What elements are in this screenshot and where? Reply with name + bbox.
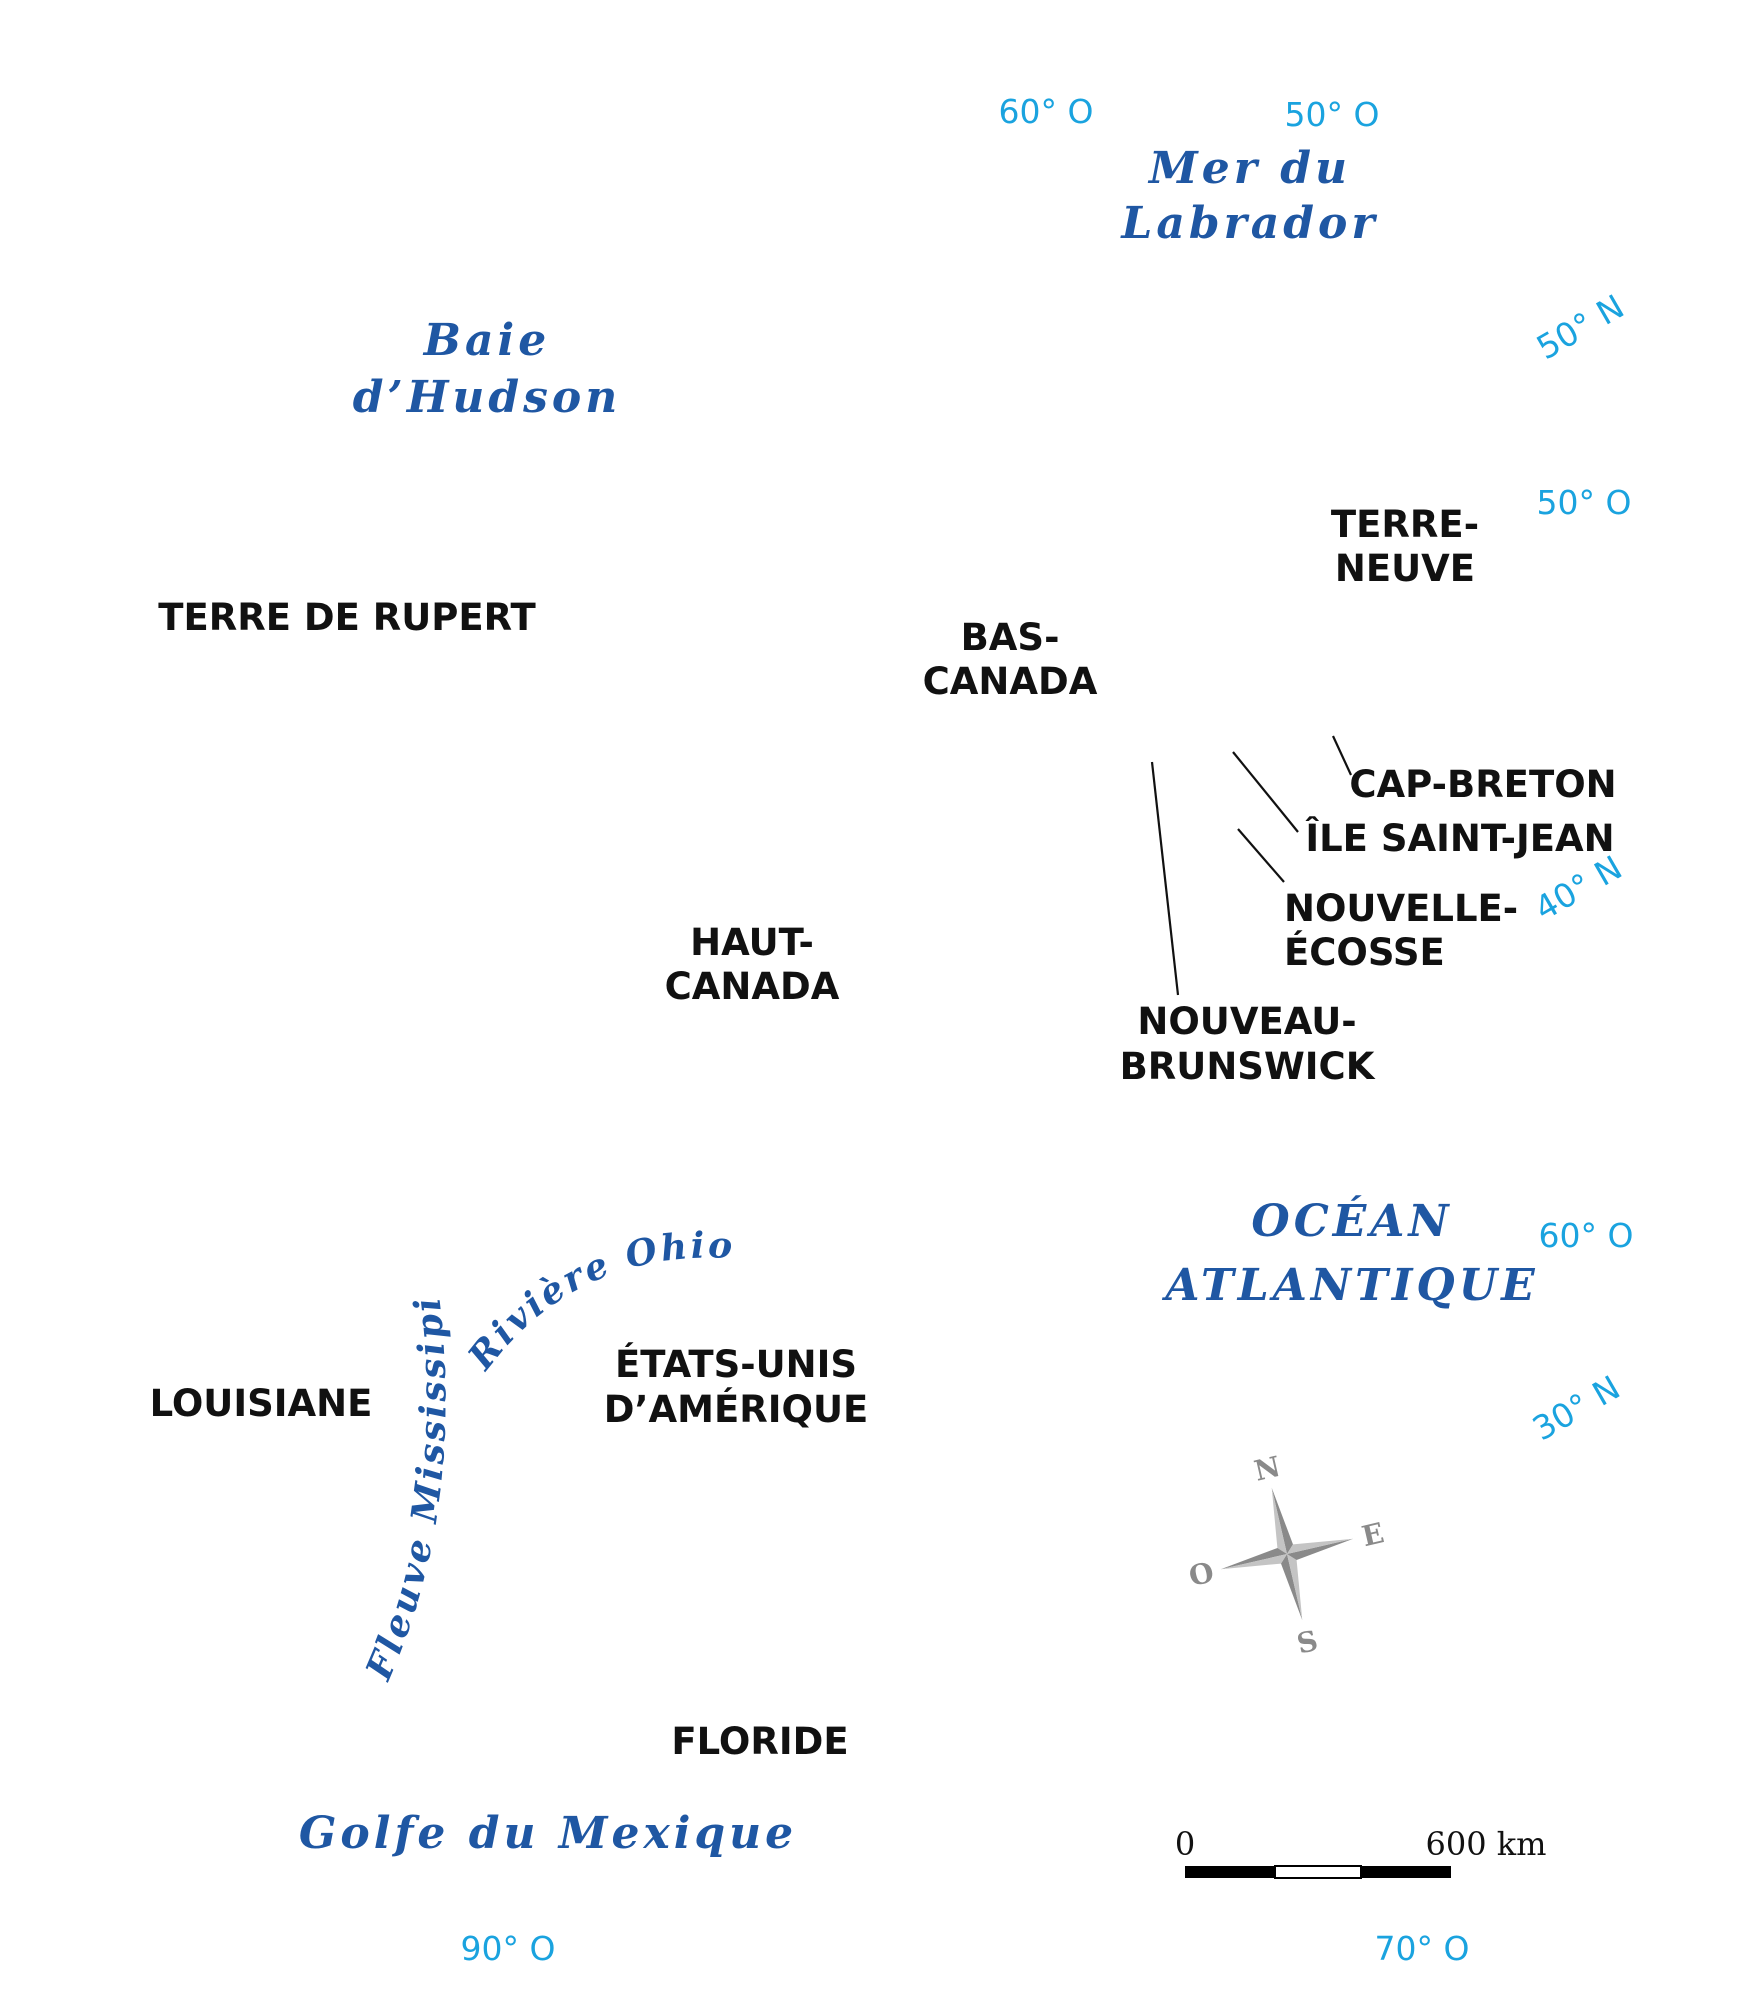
region-nouveau-brunswick: NOUVEAU- BRUNSWICK <box>1120 1000 1376 1088</box>
compass-west-point-dark <box>1220 1548 1287 1570</box>
region-nouvelle-ecosse: NOUVELLE- ÉCOSSE <box>1284 887 1518 974</box>
graticule-label-50w-right: 50° O <box>1537 483 1632 522</box>
gulf-of-mexico-label: Golfe du Mexique <box>299 1808 797 1859</box>
hudson-bay-label: Baie d’Hudson <box>353 315 622 423</box>
atlantic-ocean-label-line1: OCÉAN <box>1251 1194 1452 1247</box>
scale-bar-segment-2 <box>1274 1865 1362 1879</box>
scale-bar-segment-1 <box>1185 1866 1275 1878</box>
region-nouvelle-ecosse-line1: NOUVELLE- <box>1284 887 1518 930</box>
atlantic-ocean-label-line2: ATLANTIQUE <box>1161 1260 1538 1311</box>
leader-line-nouveau-brunswick <box>1150 761 1180 996</box>
region-haut-canada-line1: HAUT- <box>690 921 814 964</box>
graticule-label-30n: 30° N <box>1526 1368 1627 1449</box>
compass-letter-south: S <box>1294 1624 1321 1661</box>
region-ile-saint-jean: ÎLE SAINT-JEAN <box>1305 816 1614 860</box>
leader-line-ile-saint-jean <box>1232 751 1299 833</box>
leader-line-nouvelle-ecosse <box>1237 828 1285 883</box>
labrador-sea-label-line1: Mer du <box>1147 143 1351 194</box>
region-terre-de-rupert: TERRE DE RUPERT <box>158 596 536 639</box>
labrador-sea-label-line2: Labrador <box>1119 198 1378 249</box>
compass-south-point-dark <box>1281 1554 1303 1621</box>
scale-bar-segment-3 <box>1361 1866 1451 1878</box>
compass-north-point-dark <box>1271 1487 1293 1554</box>
region-louisiane: LOUISIANE <box>150 1382 373 1425</box>
region-terre-neuve: TERRE- NEUVE <box>1331 503 1479 590</box>
region-etats-unis-line1: ÉTATS-UNIS <box>615 1342 857 1386</box>
region-cap-breton: CAP-BRETON <box>1349 763 1616 806</box>
compass-letter-north: N <box>1251 1450 1283 1488</box>
mississippi-river-label: Fleuve Mississipi <box>357 1293 454 1687</box>
region-bas-canada-line2: CANADA <box>923 660 1098 703</box>
compass-letter-east: E <box>1359 1516 1387 1553</box>
atlantic-ocean-label: OCÉAN ATLANTIQUE <box>1161 1194 1538 1311</box>
graticule-label-50w-top: 50° O <box>1285 95 1380 134</box>
region-nouveau-brunswick-line1: NOUVEAU- <box>1137 1000 1356 1043</box>
scale-bar-end-label: 600 km <box>1426 1825 1547 1863</box>
graticule-label-90w-bottom: 90° O <box>461 1929 556 1968</box>
leader-line-cap-breton <box>1332 735 1352 776</box>
hudson-bay-label-line1: Baie <box>422 315 550 366</box>
region-bas-canada-line1: BAS- <box>961 616 1060 659</box>
scale-bar-start-label: 0 <box>1175 1825 1195 1863</box>
graticule-label-50n: 50° N <box>1530 287 1631 368</box>
region-haut-canada-line2: CANADA <box>665 965 840 1008</box>
graticule-label-60w-top: 60° O <box>999 92 1094 131</box>
graticule-label-70w-bottom: 70° O <box>1375 1929 1470 1968</box>
compass-east-point-dark <box>1287 1538 1354 1560</box>
region-nouveau-brunswick-line2: BRUNSWICK <box>1120 1045 1376 1088</box>
region-bas-canada: BAS- CANADA <box>923 616 1098 703</box>
compass-rose: N S E O <box>1186 1450 1387 1661</box>
region-haut-canada: HAUT- CANADA <box>665 921 840 1008</box>
region-nouvelle-ecosse-line2: ÉCOSSE <box>1284 930 1445 974</box>
compass-south-point-light <box>1287 1554 1303 1621</box>
scale-bar: 0 600 km <box>1175 1825 1547 1879</box>
region-etats-unis: ÉTATS-UNIS D’AMÉRIQUE <box>604 1342 869 1431</box>
region-floride: FLORIDE <box>671 1720 848 1763</box>
hudson-bay-label-line2: d’Hudson <box>353 372 622 423</box>
region-terre-neuve-line1: TERRE- <box>1331 503 1479 546</box>
region-etats-unis-line2: D’AMÉRIQUE <box>604 1387 869 1431</box>
compass-west-point-light <box>1220 1554 1287 1570</box>
graticule-label-60w-right: 60° O <box>1539 1216 1634 1255</box>
region-terre-neuve-line2: NEUVE <box>1335 547 1475 590</box>
compass-letter-west: O <box>1186 1555 1217 1593</box>
mississippi-river-text: Fleuve Mississipi <box>357 1293 451 1687</box>
labrador-sea-label: Mer du Labrador <box>1119 143 1378 249</box>
